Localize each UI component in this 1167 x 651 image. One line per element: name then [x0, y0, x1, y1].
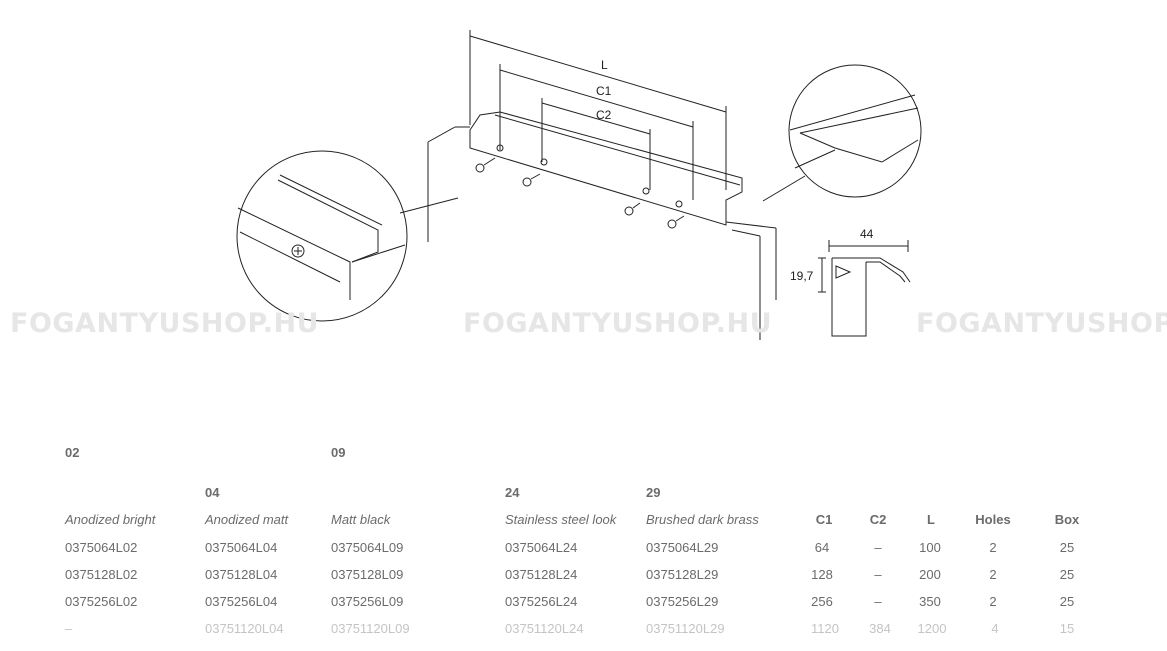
- column-header: Box: [1054, 512, 1080, 527]
- product-code: 0375256L29: [646, 594, 719, 609]
- product-code: 0375256L04: [205, 594, 278, 609]
- product-code: 0375256L02: [65, 594, 138, 609]
- finish-name: Brushed dark brass: [646, 512, 759, 527]
- product-code: 0375128L24: [505, 567, 578, 582]
- product-code: 0375064L29: [646, 540, 719, 555]
- finish-name: Matt black: [331, 512, 391, 527]
- finish-code: 02: [65, 445, 80, 460]
- product-code: 0375256L09: [331, 594, 404, 609]
- finish-name: Stainless steel look: [505, 512, 617, 527]
- l-value: 350: [919, 594, 941, 609]
- watermark: FOGANTYUSHOP.HU: [916, 308, 1167, 339]
- c2-value: 384: [869, 621, 891, 636]
- finish-name: Anodized bright: [65, 512, 156, 527]
- c1-value: 64: [814, 540, 830, 555]
- box-value: 15: [1059, 621, 1075, 636]
- product-code: 0375064L09: [331, 540, 404, 555]
- c2-value: –: [874, 540, 882, 555]
- product-code: 0375064L02: [65, 540, 138, 555]
- product-code: 0375128L02: [65, 567, 138, 582]
- box-value: 25: [1059, 594, 1075, 609]
- product-code: 0375064L04: [205, 540, 278, 555]
- l-value: 200: [919, 567, 941, 582]
- product-code: 03751120L09: [331, 621, 410, 636]
- holes-value: 2: [989, 567, 997, 582]
- finish-code: 24: [505, 485, 520, 500]
- c1-value: 1120: [811, 621, 839, 636]
- dimension-label-c2: C2: [596, 108, 612, 122]
- c2-value: –: [874, 567, 882, 582]
- product-code: –: [65, 621, 73, 636]
- dimension-label-width: 44: [860, 227, 874, 241]
- product-code: 03751120L24: [505, 621, 584, 636]
- finish-code: 04: [205, 485, 220, 500]
- c1-value: 128: [811, 567, 833, 582]
- box-value: 25: [1059, 540, 1075, 555]
- holes-value: 4: [991, 621, 999, 636]
- box-value: 25: [1059, 567, 1075, 582]
- c1-value: 256: [811, 594, 833, 609]
- finish-code: 09: [331, 445, 346, 460]
- holes-value: 2: [989, 540, 997, 555]
- product-code: 0375256L24: [505, 594, 578, 609]
- technical-drawing: L C1 C2 44 19,7: [236, 30, 922, 340]
- column-header: C1: [815, 512, 833, 527]
- dimension-label-c1: C1: [596, 84, 612, 98]
- product-code: 03751120L29: [646, 621, 725, 636]
- dimension-label-height: 19,7: [790, 269, 814, 283]
- product-code: 03751120L04: [205, 621, 284, 636]
- column-header: Holes: [975, 512, 1011, 527]
- product-code: 0375128L29: [646, 567, 719, 582]
- column-header: C2: [869, 512, 887, 527]
- holes-value: 2: [989, 594, 997, 609]
- watermark: FOGANTYUSHOP.HU: [463, 308, 773, 339]
- finish-name: Anodized matt: [205, 512, 289, 527]
- l-value: 1200: [917, 621, 947, 636]
- column-header: L: [927, 512, 935, 527]
- product-code: 0375128L04: [205, 567, 278, 582]
- dimension-label-l: L: [601, 58, 608, 72]
- watermark: FOGANTYUSHOP.HU: [10, 308, 320, 339]
- finish-code: 29: [646, 485, 661, 500]
- product-code: 0375128L09: [331, 567, 404, 582]
- l-value: 100: [919, 540, 941, 555]
- c2-value: –: [874, 594, 882, 609]
- product-code: 0375064L24: [505, 540, 578, 555]
